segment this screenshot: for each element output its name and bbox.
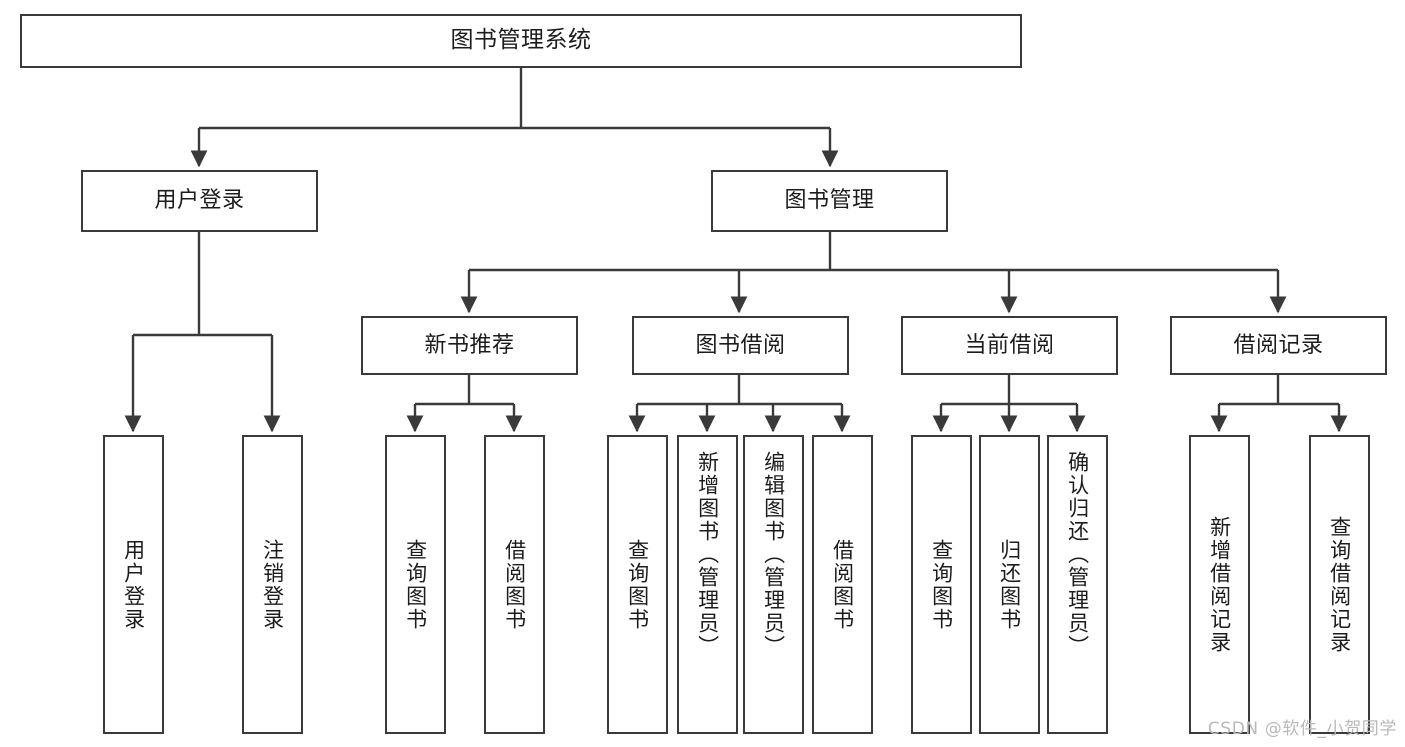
node-leaf-borrow-query-book-label: 查询图书	[625, 538, 650, 631]
node-borrow-record-label: 借阅记录	[1233, 332, 1324, 358]
node-leaf-borrow-book-label: 借阅图书	[830, 538, 855, 631]
node-book-borrow-label: 图书借阅	[695, 332, 786, 358]
node-leaf-current-query-book-label: 查询图书	[929, 538, 954, 631]
node-leaf-add-book-admin-label: 新增图书（管理员）	[695, 451, 720, 658]
node-leaf-query-borrow-record[interactable]: 查询借阅记录	[1309, 435, 1370, 734]
node-current-borrow-label: 当前借阅	[964, 332, 1055, 358]
node-leaf-query-borrow-record-label: 查询借阅记录	[1327, 515, 1352, 654]
csdn-watermark: CSDN @软件_小贺同学	[1207, 719, 1397, 739]
node-leaf-user-login-label: 用户登录	[121, 538, 146, 631]
node-leaf-current-query-book[interactable]: 查询图书	[911, 435, 972, 734]
node-leaf-newbook-query-book[interactable]: 查询图书	[385, 435, 446, 734]
node-book-management-label: 图书管理	[784, 188, 875, 214]
node-leaf-newbook-borrow-book[interactable]: 借阅图书	[484, 435, 545, 734]
node-leaf-newbook-borrow-book-label: 借阅图书	[502, 538, 527, 631]
node-leaf-add-borrow-record[interactable]: 新增借阅记录	[1189, 435, 1250, 734]
node-leaf-return-book-label: 归还图书	[997, 538, 1022, 631]
node-user-login-label: 用户登录	[154, 188, 245, 214]
node-leaf-confirm-return-admin[interactable]: 确认归还（管理员）	[1047, 435, 1108, 734]
node-current-borrow[interactable]: 当前借阅	[901, 316, 1118, 375]
node-leaf-borrow-query-book[interactable]: 查询图书	[607, 435, 668, 734]
node-leaf-confirm-return-admin-label: 确认归还（管理员）	[1065, 451, 1090, 658]
node-leaf-user-login[interactable]: 用户登录	[103, 435, 164, 734]
node-leaf-borrow-book[interactable]: 借阅图书	[812, 435, 873, 734]
node-new-book-recommend-label: 新书推荐	[424, 332, 515, 358]
node-leaf-logout-label: 注销登录	[260, 538, 285, 631]
node-leaf-edit-book-admin[interactable]: 编辑图书（管理员）	[743, 435, 804, 734]
node-leaf-add-borrow-record-label: 新增借阅记录	[1207, 515, 1232, 654]
node-leaf-logout[interactable]: 注销登录	[242, 435, 303, 734]
node-root-system[interactable]: 图书管理系统	[20, 14, 1022, 68]
node-root-system-label: 图书管理系统	[450, 27, 592, 54]
node-leaf-return-book[interactable]: 归还图书	[979, 435, 1040, 734]
node-book-borrow[interactable]: 图书借阅	[632, 316, 849, 375]
node-user-login[interactable]: 用户登录	[81, 170, 318, 232]
node-leaf-add-book-admin[interactable]: 新增图书（管理员）	[677, 435, 738, 734]
node-new-book-recommend[interactable]: 新书推荐	[361, 316, 578, 375]
node-book-management[interactable]: 图书管理	[711, 170, 948, 232]
node-leaf-edit-book-admin-label: 编辑图书（管理员）	[761, 451, 786, 658]
node-leaf-newbook-query-book-label: 查询图书	[403, 538, 428, 631]
node-borrow-record[interactable]: 借阅记录	[1170, 316, 1387, 375]
